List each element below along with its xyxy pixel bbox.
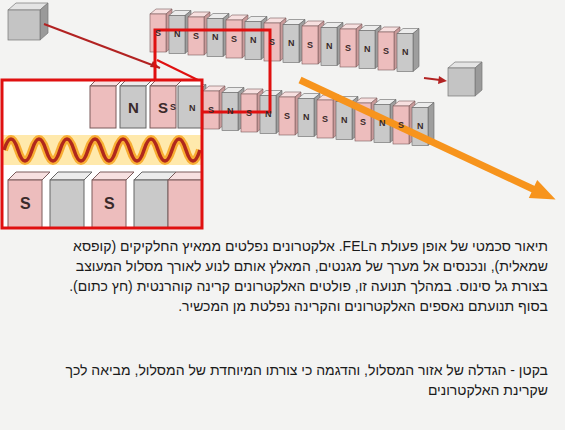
- magnet-pole-letter: N: [265, 110, 272, 119]
- magnet-pole-letter: N: [379, 119, 386, 128]
- magnet-pole-letter: N: [326, 42, 333, 51]
- magnet-pole-letter: S: [322, 115, 328, 124]
- magnet-pole-letter: S: [307, 41, 313, 50]
- inset-illustration: [2, 80, 202, 228]
- magnet-pole-letter: N: [189, 104, 196, 113]
- inset-frame: [2, 80, 202, 228]
- note-paragraph: בקטן - הגדלה של אזור המסלול, והדגמה כי צ…: [40, 360, 548, 400]
- magnet-pole-letter: S: [155, 29, 161, 38]
- magnet-pole-letter: S: [398, 121, 404, 130]
- magnet-pole-letter: S: [345, 44, 351, 53]
- magnet-pole-letter: S: [158, 100, 168, 115]
- magnet-pole-letter: S: [284, 112, 290, 121]
- magnet-pole-letter: N: [303, 113, 310, 122]
- magnet-pole-letter: N: [364, 45, 371, 54]
- caption-paragraph: תיאור סכמטי של אופן פעולת הFEL. אלקטרוני…: [40, 236, 548, 316]
- magnet-pole-letter: S: [104, 196, 115, 212]
- magnet-pole-letter: N: [250, 36, 257, 45]
- magnet-pole-letter: N: [417, 122, 424, 131]
- beam-arrowhead: [438, 76, 447, 84]
- magnet-row-bottom: [165, 83, 434, 146]
- magnet-pole-letter: S: [231, 35, 237, 44]
- magnet-pole-letter: S: [193, 32, 199, 41]
- magnet-pole-letter: S: [360, 118, 366, 127]
- magnet-pole-letter: S: [383, 47, 389, 56]
- collector-box: [448, 62, 482, 96]
- magnet-pole-letter: S: [269, 38, 275, 47]
- electron-beam: [44, 24, 160, 68]
- radiation-arrow: [300, 80, 556, 200]
- accelerator-box: [8, 3, 48, 40]
- magnet-pole-letter: S: [20, 196, 31, 212]
- magnet-pole-letter: S: [170, 103, 176, 112]
- magnet-pole-letter: N: [227, 107, 234, 116]
- electron-beam-out: [424, 78, 440, 80]
- magnet-pole-letter: N: [402, 48, 409, 57]
- magnet-pole-letter: N: [288, 39, 295, 48]
- magnet-pole-letter: S: [246, 109, 252, 118]
- magnet-pole-letter: N: [212, 33, 219, 42]
- magnet-pole-letter: N: [174, 30, 181, 39]
- magnet-pole-letter: N: [341, 116, 348, 125]
- magnet-pole-letter: S: [208, 106, 214, 115]
- magnet-row-top: [150, 9, 419, 72]
- magnet-pole-letter: N: [128, 100, 139, 115]
